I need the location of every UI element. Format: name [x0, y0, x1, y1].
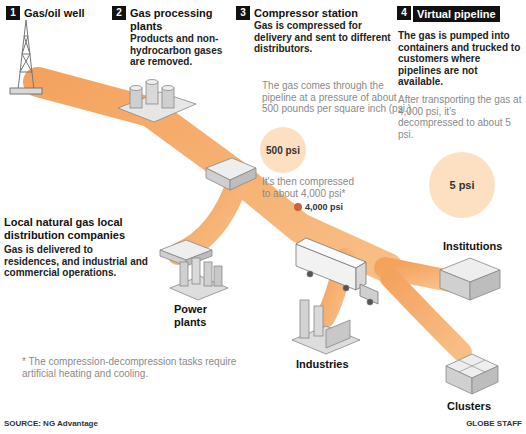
processing-plant	[118, 80, 196, 123]
stage-description: Products and non-hydrocarbon gases are r…	[130, 33, 230, 68]
pressure-note: After transporting the gas at 4,000 psi,…	[398, 94, 523, 140]
stage-description: Gas is delivered to residences, and indu…	[4, 244, 149, 279]
gas-well-tower	[10, 20, 42, 94]
pressure-note: It's then compressed to about 4,000 psi*	[262, 176, 362, 199]
stage-description: Gas is compressed for delivery and sent …	[254, 20, 394, 55]
pressure-value: 5 psi	[449, 179, 474, 191]
stage-heading: Gas processing plants	[130, 7, 226, 32]
truck	[296, 238, 378, 305]
institutions-building	[440, 258, 500, 300]
clusters-buildings	[446, 354, 498, 394]
callout-number: 4	[397, 6, 411, 20]
stage-heading: Compressor station	[254, 7, 394, 20]
title-text: Virtual pipeline	[417, 8, 496, 20]
callout-number: 1	[6, 6, 20, 20]
compressor-station	[206, 158, 256, 190]
pressure-circle: 5 psi	[429, 152, 495, 218]
footnote: * The compression-decompression tasks re…	[22, 356, 262, 379]
stage-heading: Gas/oil well	[24, 7, 108, 20]
pressure-value: 500 psi	[266, 145, 300, 156]
pressure-label: 4,000 psi	[305, 202, 343, 212]
staff-credit: GLOBE STAFF	[466, 419, 522, 428]
pressure-note: The gas comes through the pipeline at a …	[262, 80, 412, 115]
customer-label: Power plants	[174, 303, 224, 328]
source-credit: SOURCE: NG Advantage	[4, 419, 98, 428]
pressure-circle: 500 psi	[260, 127, 306, 173]
stage-description: The gas is pumped into containers and tr…	[398, 30, 523, 88]
customer-label: Industries	[296, 358, 376, 371]
industries-factory	[292, 300, 360, 354]
title-box: Virtual pipeline	[413, 6, 500, 22]
power-plant	[170, 258, 228, 300]
callout-number: 2	[112, 6, 126, 20]
customer-label: Clusters	[447, 400, 517, 413]
customer-label: Institutions	[443, 240, 523, 253]
callout-number: 3	[236, 6, 250, 20]
stage-heading: Local natural gas local distribution com…	[4, 216, 180, 241]
pressure-dot	[294, 203, 302, 211]
